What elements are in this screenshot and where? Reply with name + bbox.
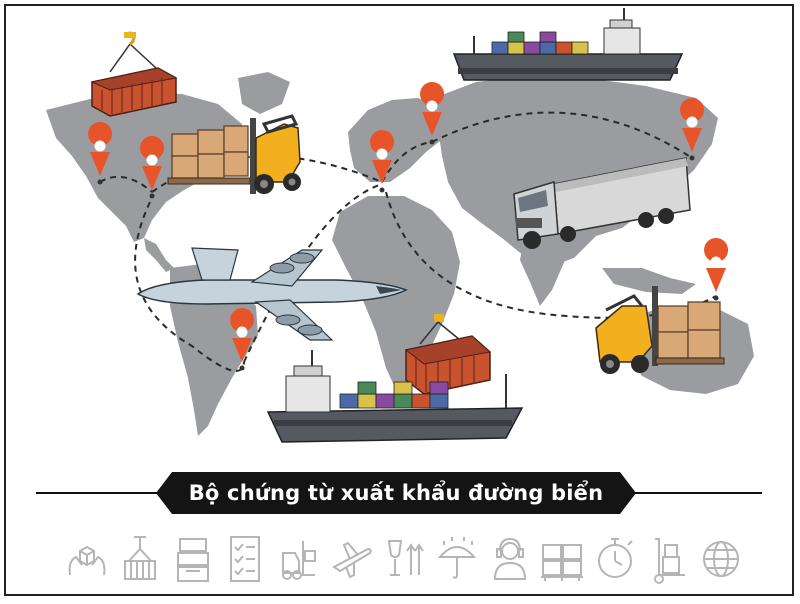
cargo-plane: [136, 247, 408, 341]
banner-rule-right: [634, 492, 762, 494]
banner-rule-left: [36, 492, 158, 494]
indonesia-shape: [602, 268, 696, 294]
airplane-icon: [332, 541, 372, 579]
world-logistics-scene: [46, 8, 754, 443]
support-agent-icon: [493, 537, 526, 580]
illustration-frame: Bộ chứng từ xuất khẩu đường biển: [4, 4, 794, 596]
route-west-east-us: [99, 175, 153, 193]
pin-east-us: [140, 136, 165, 199]
pin-europe: [370, 130, 395, 193]
crates-stack-right: [657, 301, 721, 359]
semi-truck: [513, 157, 691, 249]
forklift-right: [595, 286, 725, 374]
forklift-icon: [282, 541, 317, 580]
route-north-europe-asia: [431, 111, 693, 159]
location-pins: [88, 82, 729, 371]
logistics-icon-row: [64, 526, 744, 592]
forklift-left: [167, 114, 301, 194]
greenland-shape: [238, 72, 290, 114]
hand-truck-icon: [654, 538, 686, 584]
fragile-glass-icon: [387, 540, 424, 576]
crates-stack-left: [171, 125, 249, 179]
globe-icon: [702, 541, 739, 577]
pin-east-asia: [680, 98, 705, 161]
hands-package-icon: [68, 545, 106, 576]
pin-west-us: [88, 122, 113, 185]
banner-title: Bộ chứng từ xuất khẩu đường biển: [188, 481, 604, 505]
boxes-pallet-icon: [541, 544, 584, 581]
stopwatch-icon: [598, 538, 633, 578]
route-europe-north: [381, 141, 433, 183]
title-banner: Bộ chứng từ xuất khẩu đường biển: [156, 472, 636, 514]
umbrella-keep-dry-icon: [437, 537, 476, 579]
crane-container-icon: [123, 536, 156, 580]
africa-shape: [332, 196, 460, 394]
central-america-shape: [144, 238, 174, 272]
container-ship-top: [452, 8, 684, 81]
world-map: [46, 72, 754, 436]
india-shape: [520, 238, 566, 306]
route-south-america-europe: [243, 183, 383, 363]
pin-southeast-asia: [704, 238, 729, 301]
asia-shape: [434, 76, 718, 268]
hanging-container-right: [404, 314, 492, 395]
pin-north-europe: [420, 82, 445, 145]
pin-south-america: [230, 308, 255, 371]
hanging-container-left: [90, 31, 178, 117]
south-america-shape: [170, 264, 258, 436]
checklist-icon: [230, 536, 261, 582]
route-atlantic-loop: [134, 201, 245, 372]
container-ship-bottom: [266, 350, 524, 443]
stacked-goods-icon: [176, 538, 209, 582]
